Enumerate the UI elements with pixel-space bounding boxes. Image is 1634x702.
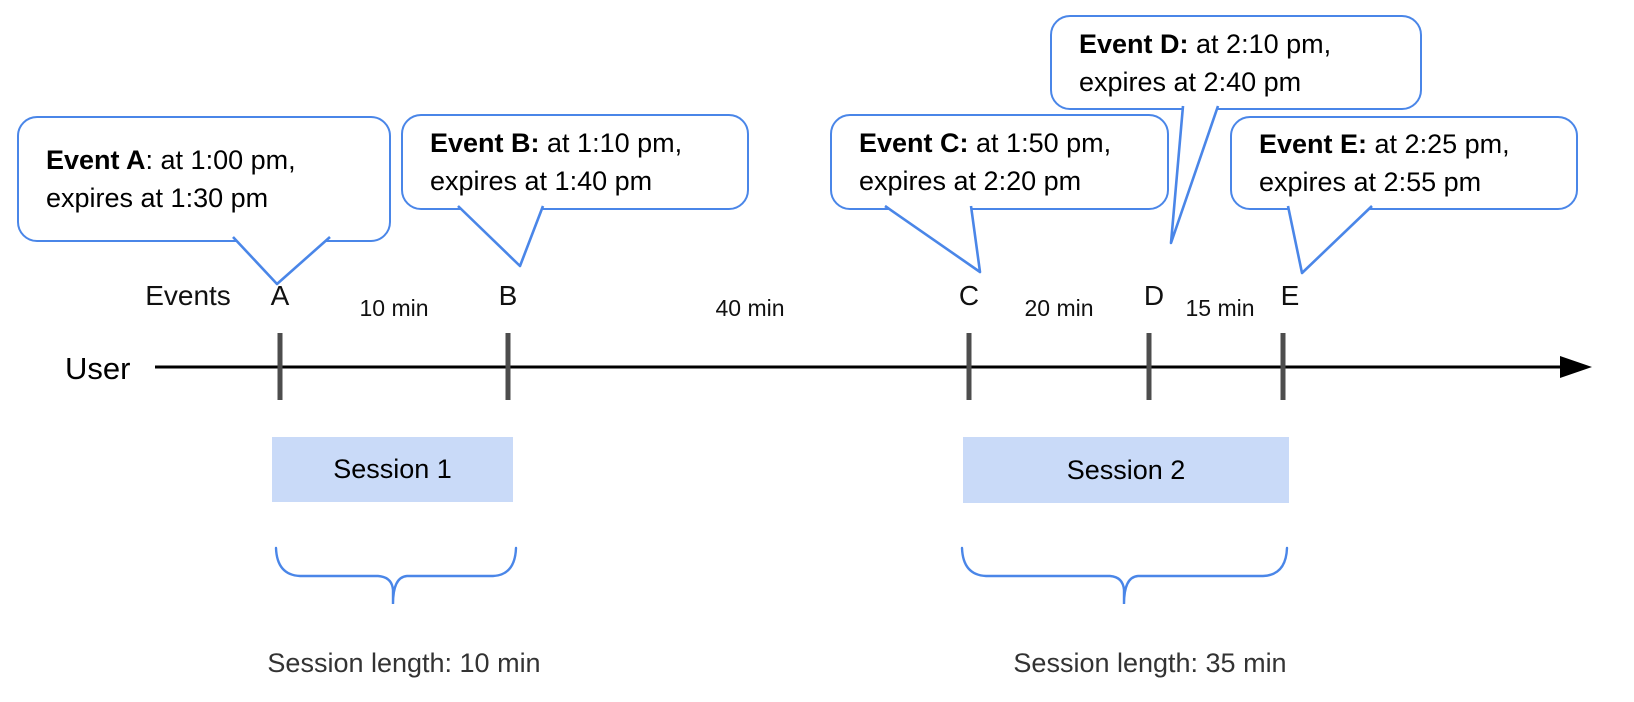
- bubble-b-tail: [457, 205, 545, 268]
- tick-event-c: [966, 333, 972, 400]
- session-1-box: Session 1: [272, 437, 513, 502]
- event-a-title: Event A: [46, 145, 146, 175]
- event-c-line1: Event C: at 1:50 pm,: [859, 124, 1157, 162]
- event-e-bubble: Event E: at 2:25 pm, expires at 2:55 pm: [1230, 116, 1578, 210]
- event-d-line1: Event D: at 2:10 pm,: [1079, 25, 1410, 63]
- event-d-bubble: Event D: at 2:10 pm, expires at 2:40 pm: [1050, 15, 1422, 110]
- gap-label-10min: 10 min: [359, 295, 429, 321]
- bubble-e-tail: [1286, 205, 1373, 275]
- tick-label-c: C: [958, 280, 980, 311]
- user-axis-label: User: [65, 351, 131, 386]
- events-axis-label: Events: [145, 280, 231, 311]
- tick-label-d: D: [1143, 280, 1165, 311]
- event-d-time: at 2:10 pm,: [1188, 28, 1332, 59]
- gap-label-20min: 20 min: [1024, 295, 1094, 321]
- event-c-time: at 1:50 pm,: [968, 128, 1112, 158]
- bubble-d-tail: [1169, 105, 1220, 245]
- session-2-label: Session 2: [1066, 454, 1186, 485]
- event-b-bubble: Event B: at 1:10 pm, expires at 1:40 pm: [401, 114, 749, 210]
- event-d-line2: expires at 2:40 pm: [1079, 66, 1302, 97]
- event-a-bubble: Event A: at 1:00 pm, expires at 1:30 pm: [17, 116, 391, 242]
- event-a-line1: Event A: at 1:00 pm,: [46, 141, 379, 179]
- tick-event-a: [277, 333, 283, 400]
- event-b-title: Event B:: [430, 128, 540, 158]
- event-c-line2: expires at 2:20 pm: [859, 166, 1082, 196]
- tick-label-b: B: [498, 280, 518, 311]
- event-e-line1: Event E: at 2:25 pm,: [1259, 125, 1566, 163]
- tick-label-e: E: [1280, 280, 1300, 311]
- session-1-label: Session 1: [333, 454, 452, 484]
- session-2-box: Session 2: [963, 437, 1289, 503]
- event-c-title: Event C:: [859, 128, 969, 158]
- event-e-title: Event E:: [1259, 129, 1368, 159]
- event-b-line1: Event B: at 1:10 pm,: [430, 124, 737, 162]
- gap-label-40min: 40 min: [715, 295, 785, 321]
- session-1-length-label: Session length: 10 min: [267, 648, 541, 678]
- gap-label-15min: 15 min: [1185, 295, 1255, 321]
- event-b-line2: expires at 1:40 pm: [430, 166, 653, 196]
- session-2-length-label: Session length: 35 min: [1013, 648, 1287, 678]
- timeline-arrowhead-icon: [1560, 356, 1592, 378]
- event-e-time: at 2:25 pm,: [1367, 129, 1510, 159]
- session-2-brace: [960, 546, 1289, 605]
- tick-event-b: [505, 333, 511, 400]
- event-a-time: : at 1:00 pm,: [145, 145, 296, 175]
- event-c-bubble: Event C: at 1:50 pm, expires at 2:20 pm: [830, 114, 1169, 210]
- session-1-brace: [274, 546, 518, 605]
- event-b-time: at 1:10 pm,: [539, 128, 683, 158]
- event-e-line2: expires at 2:55 pm: [1259, 167, 1482, 197]
- tick-event-d: [1146, 333, 1152, 400]
- bubble-c-tail: [884, 204, 982, 274]
- tick-event-e: [1280, 333, 1286, 400]
- event-a-line2: expires at 1:30 pm: [46, 183, 269, 213]
- bubble-a-tail: [232, 236, 331, 286]
- tick-label-a: A: [270, 280, 290, 311]
- event-d-title: Event D:: [1079, 28, 1189, 59]
